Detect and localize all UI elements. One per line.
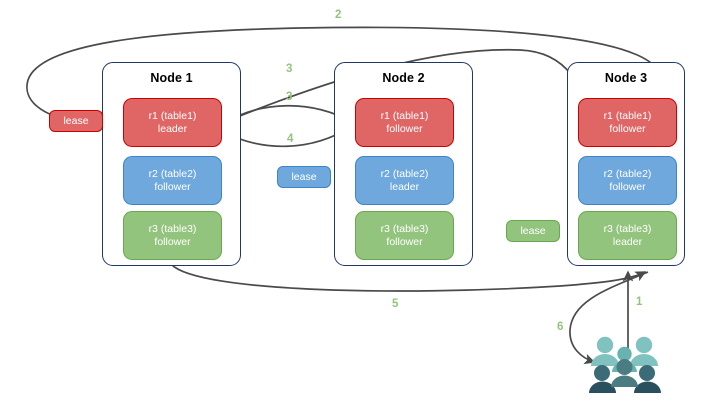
replica-name: r3 (table3)	[148, 222, 197, 235]
replica-name: r2 (table2)	[380, 167, 429, 180]
replica-name: r1 (table1)	[148, 109, 197, 122]
node-title: Node 1	[150, 71, 193, 85]
arrow-5-path	[171, 264, 647, 292]
replica-role: leader	[612, 235, 643, 248]
replica-chip-r3[interactable]: r3 (table3) leader	[578, 211, 677, 260]
lease-label: lease	[520, 225, 546, 237]
step-label-2: 2	[335, 9, 342, 21]
replica-role: follower	[609, 122, 646, 135]
replica-role: leader	[157, 122, 188, 135]
lease-label: lease	[63, 115, 89, 127]
replica-chip-r1[interactable]: r1 (table1) follower	[355, 98, 454, 147]
replica-chip-r1[interactable]: r1 (table1) leader	[123, 98, 222, 147]
node-title: Node 2	[382, 71, 425, 85]
replica-chip-r1[interactable]: r1 (table1) follower	[578, 98, 677, 147]
lease-label: lease	[291, 171, 317, 183]
replica-role: follower	[386, 122, 423, 135]
replica-role: follower	[154, 235, 191, 248]
node-card-3[interactable]: Node 3 r1 (table1) follower r2 (table2) …	[567, 62, 685, 266]
arrow-3-to-node2-path	[221, 104, 354, 125]
replica-role: follower	[609, 180, 646, 193]
replica-name: r3 (table3)	[603, 222, 652, 235]
replica-name: r3 (table3)	[380, 222, 429, 235]
step-label-6: 6	[557, 321, 564, 333]
replica-name: r2 (table2)	[148, 167, 197, 180]
step-label-3b: 3	[286, 91, 293, 103]
replica-chip-r3[interactable]: r3 (table3) follower	[123, 211, 222, 260]
people-group-icon	[589, 336, 661, 393]
replica-name: r1 (table1)	[380, 109, 429, 122]
lease-badge-red[interactable]: lease	[49, 110, 103, 132]
replica-chip-r3[interactable]: r3 (table3) follower	[355, 211, 454, 260]
node-card-2[interactable]: Node 2 r1 (table1) follower r2 (table2) …	[334, 62, 473, 266]
replica-role: follower	[154, 180, 191, 193]
step-label-1: 1	[636, 296, 643, 308]
step-label-4: 4	[287, 133, 294, 145]
lease-badge-green[interactable]: lease	[506, 220, 560, 242]
replica-chip-r2[interactable]: r2 (table2) leader	[355, 156, 454, 205]
replica-role: follower	[386, 235, 423, 248]
replica-name: r1 (table1)	[603, 109, 652, 122]
replica-role: leader	[389, 180, 420, 193]
replica-name: r2 (table2)	[603, 167, 652, 180]
node-card-1[interactable]: Node 1 r1 (table1) leader r2 (table2) fo…	[102, 62, 241, 266]
replica-chip-r2[interactable]: r2 (table2) follower	[123, 156, 222, 205]
lease-badge-blue[interactable]: lease	[277, 166, 331, 188]
node-title: Node 3	[604, 71, 648, 85]
step-label-3a: 3	[286, 63, 293, 75]
step-label-5: 5	[392, 298, 399, 310]
replica-chip-r2[interactable]: r2 (table2) follower	[578, 156, 677, 205]
